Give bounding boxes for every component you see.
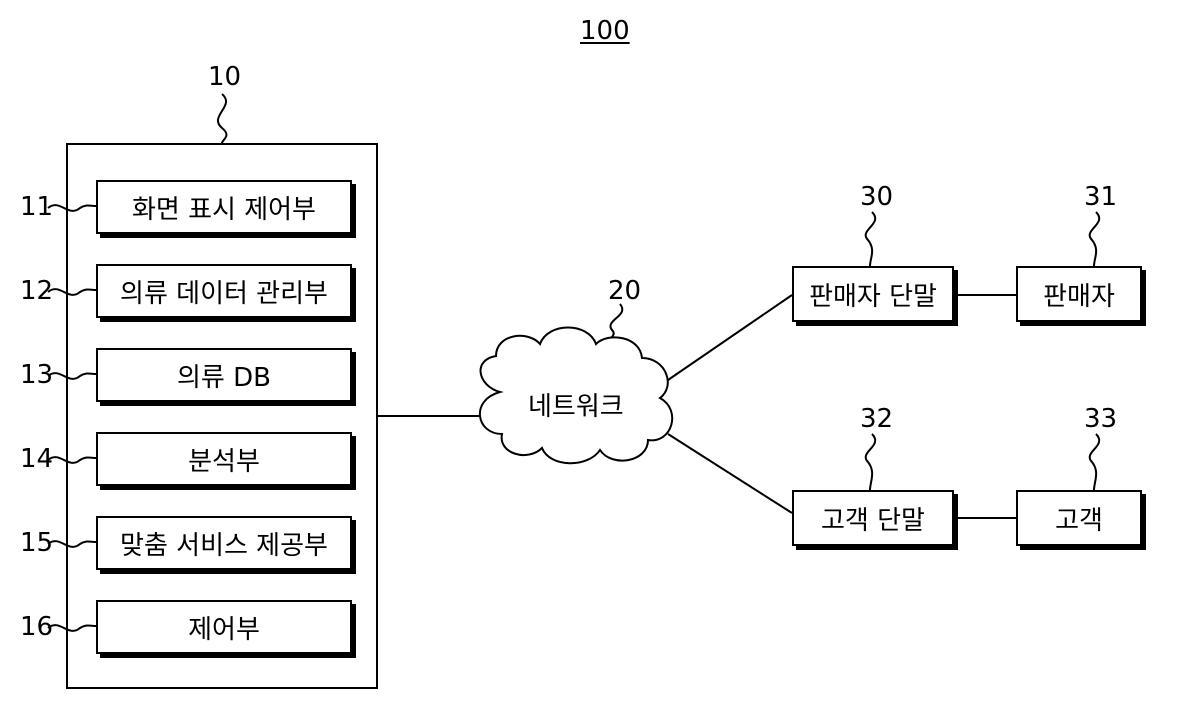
module-label: 분석부 — [188, 441, 260, 478]
seller-box: 판매자 — [1016, 266, 1142, 322]
customer-ref-label: 33 — [1084, 404, 1117, 434]
module-ref-label: 15 — [20, 528, 53, 558]
module-box-display-control: 화면 표시 제어부 — [96, 180, 352, 234]
server-ref-label: 10 — [208, 62, 241, 92]
network-ref-label: 20 — [608, 276, 641, 306]
module-label: 화면 표시 제어부 — [132, 189, 316, 226]
customer-box: 고객 — [1016, 490, 1142, 546]
module-box-clothing-db: 의류 DB — [96, 348, 352, 402]
module-ref-label: 14 — [20, 444, 53, 474]
module-ref-label: 12 — [20, 276, 53, 306]
leader-30 — [866, 212, 876, 266]
customer-terminal-ref-label: 32 — [860, 404, 893, 434]
seller-ref-label: 31 — [1084, 182, 1117, 212]
link-network-seller-terminal — [668, 295, 792, 380]
leader-32 — [866, 434, 876, 490]
network-label: 네트워크 — [528, 386, 624, 423]
leader-31 — [1090, 212, 1100, 266]
module-box-custom-service: 맞춤 서비스 제공부 — [96, 516, 352, 570]
link-network-customer-terminal — [668, 434, 792, 513]
module-box-analysis: 분석부 — [96, 432, 352, 486]
module-box-clothing-data-manager: 의류 데이터 관리부 — [96, 264, 352, 318]
customer-terminal-box: 고객 단말 — [792, 490, 954, 546]
module-box-control: 제어부 — [96, 600, 352, 654]
seller-label: 판매자 — [1043, 276, 1115, 313]
module-ref-label: 13 — [20, 360, 53, 390]
module-label: 의류 데이터 관리부 — [120, 273, 328, 310]
module-label: 제어부 — [188, 609, 260, 646]
module-ref-label: 16 — [20, 612, 53, 642]
seller-terminal-ref-label: 30 — [860, 182, 893, 212]
module-ref-label: 11 — [20, 192, 53, 222]
module-label: 맞춤 서비스 제공부 — [120, 525, 328, 562]
customer-terminal-label: 고객 단말 — [821, 500, 925, 537]
leader-10 — [218, 94, 226, 143]
seller-terminal-label: 판매자 단말 — [809, 276, 937, 313]
leader-33 — [1090, 434, 1100, 490]
seller-terminal-box: 판매자 단말 — [792, 266, 954, 322]
figure-ref-label: 100 — [580, 16, 630, 46]
module-label: 의류 DB — [177, 357, 271, 394]
customer-label: 고객 — [1055, 500, 1103, 537]
